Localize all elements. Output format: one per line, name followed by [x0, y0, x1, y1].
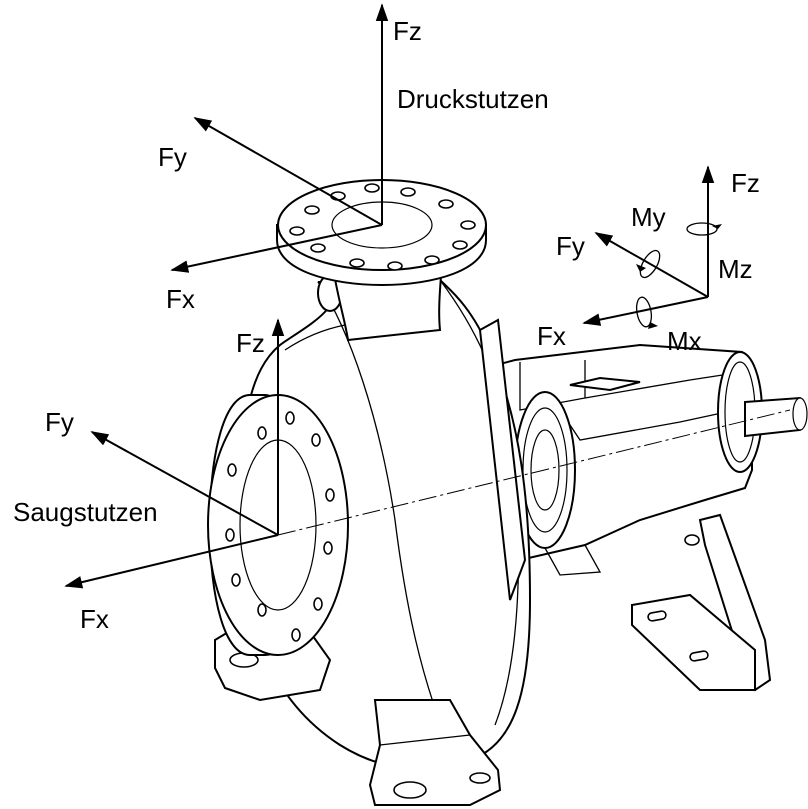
- legend-mx-label: Mx: [667, 326, 702, 356]
- support-foot: [631, 513, 772, 692]
- bearing-bracket: [468, 343, 808, 576]
- legend-mx-rotation-icon: [635, 296, 658, 329]
- discharge-fx-label: Fx: [166, 284, 195, 314]
- legend-fy-arrow: [594, 232, 709, 298]
- discharge-fz-label: Fz: [393, 16, 422, 46]
- suction-fy-arrow: [90, 431, 279, 536]
- suction-fx-arrow: [64, 534, 279, 589]
- legend-fx-arrow: [582, 296, 709, 326]
- legend-mz-rotation-icon: [686, 222, 722, 236]
- coordinate-legend: Fz My Fy Mz Fx Mx: [537, 165, 760, 356]
- discharge-force-system: Fz Druckstutzen Fy Fx: [158, 3, 549, 314]
- legend-fy-label: Fy: [556, 231, 585, 261]
- discharge-fy-label: Fy: [158, 142, 187, 172]
- suction-fx-label: Fx: [80, 604, 109, 634]
- legend-my-rotation-icon: [636, 249, 661, 279]
- legend-fz-label: Fz: [731, 168, 760, 198]
- discharge-fx-arrow: [170, 224, 383, 273]
- legend-fx-label: Fx: [537, 321, 566, 351]
- suction-fy-label: Fy: [45, 407, 74, 437]
- shaft-centerline: [277, 409, 791, 536]
- suction-fz-label: Fz: [236, 328, 265, 358]
- legend-my-label: My: [631, 202, 666, 232]
- suction-nozzle-title: Saugstutzen: [13, 497, 158, 527]
- legend-mz-label: Mz: [718, 254, 753, 284]
- discharge-nozzle-title: Druckstutzen: [397, 84, 549, 114]
- suction-force-system: Fz Fy Saugstutzen Fx: [13, 318, 285, 634]
- discharge-fy-arrow: [193, 117, 383, 226]
